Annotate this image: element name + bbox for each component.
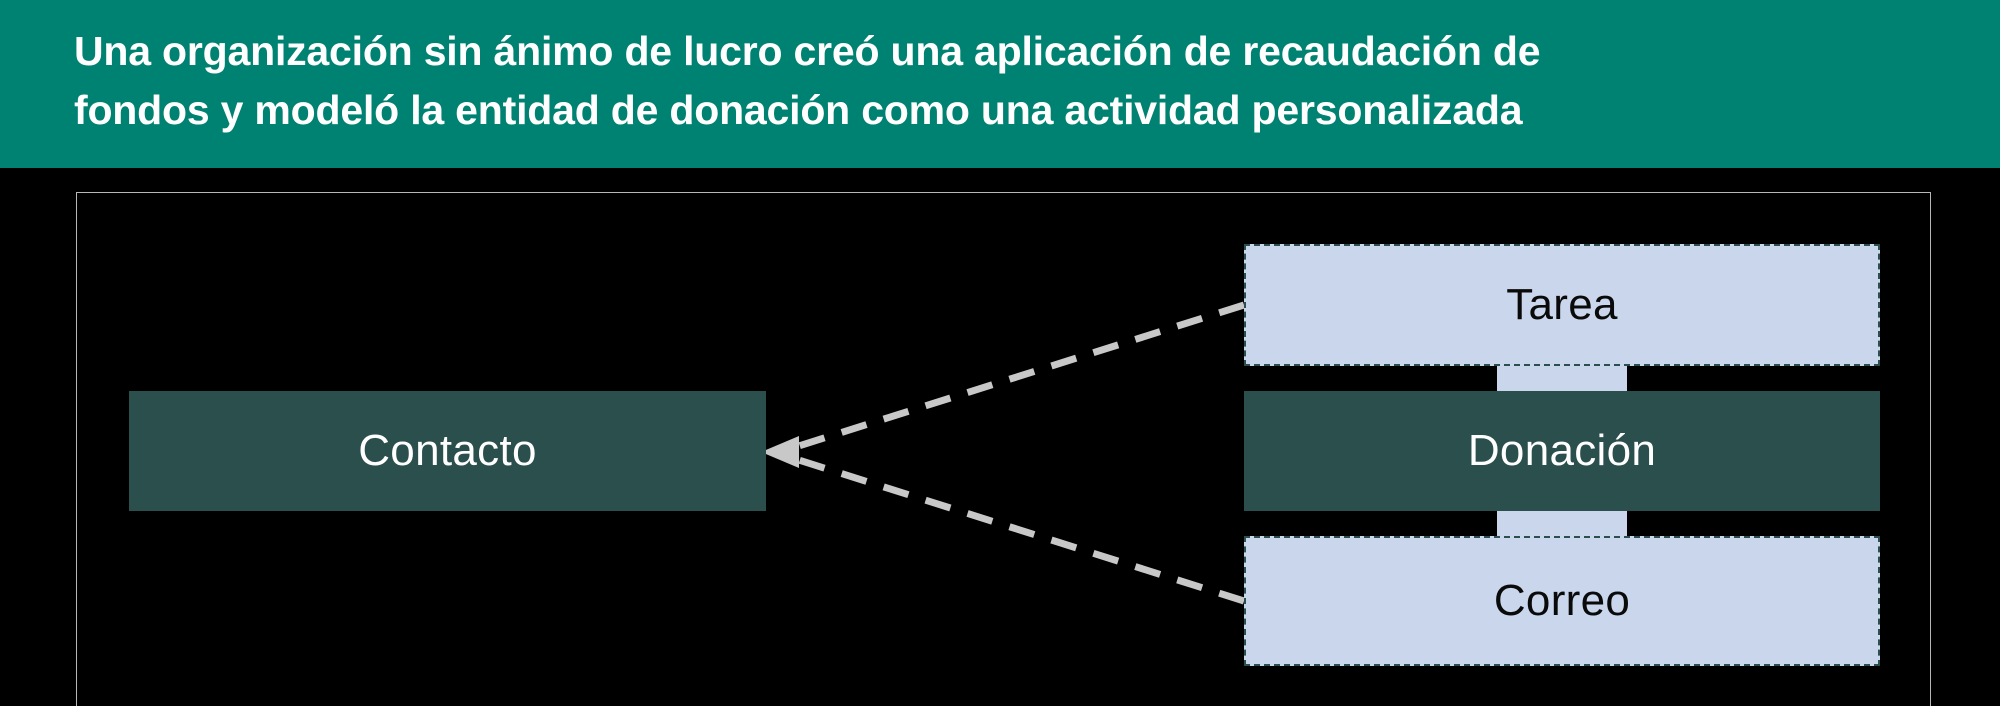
- entity-node-contacto[interactable]: Contacto: [129, 391, 766, 511]
- entity-node-contacto-label: Contacto: [358, 426, 537, 475]
- entity-node-correo[interactable]: Correo: [1244, 536, 1880, 666]
- connector-tab-donacion-correo: [1497, 511, 1627, 537]
- entity-node-donacion-label: Donación: [1467, 426, 1657, 475]
- entity-node-tarea-label: Tarea: [1506, 280, 1618, 329]
- diagram-container: Contacto Tarea Donación Correo: [76, 192, 1931, 706]
- connector-tab-tarea-donacion: [1497, 365, 1627, 392]
- entity-node-tarea[interactable]: Tarea: [1244, 244, 1880, 366]
- page-title: Una organización sin ánimo de lucro creó…: [74, 28, 1541, 134]
- connector-tarea-to-contacto: [781, 301, 1246, 455]
- header-band: Una organización sin ánimo de lucro creó…: [0, 0, 2000, 168]
- entity-node-correo-label: Correo: [1493, 576, 1631, 625]
- entity-node-donacion[interactable]: Donación: [1244, 391, 1880, 511]
- arrowhead-icon: [761, 436, 799, 468]
- connector-correo-to-contacto: [781, 451, 1246, 605]
